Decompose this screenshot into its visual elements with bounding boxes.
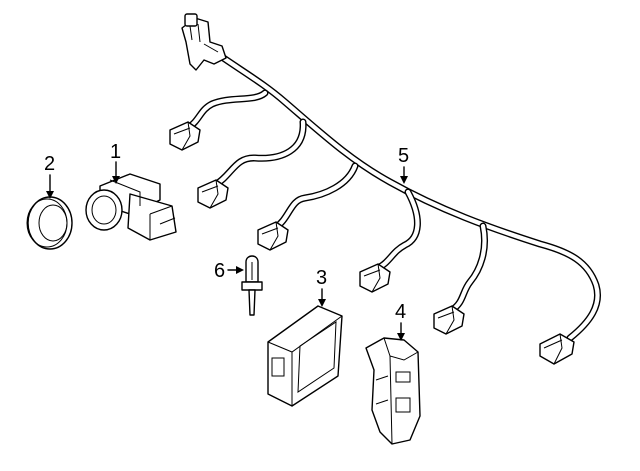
wiring-harness [169,13,601,365]
callout-6: 6 [214,260,244,282]
branch-connector-1 [169,121,201,151]
callout-1: 1 [110,141,121,184]
callout-label-2: 2 [44,153,55,175]
temperature-sensor [241,255,263,316]
callout-label-6: 6 [214,260,225,282]
mounting-bracket [365,337,421,445]
callout-label-4: 4 [395,301,406,323]
callout-label-5: 5 [398,145,409,167]
parking-sensor [85,173,177,241]
branch-connector-5 [433,305,465,335]
callout-label-1: 1 [110,141,121,163]
callout-5: 5 [398,145,409,184]
callout-3: 3 [316,267,327,307]
harness-top-connector [181,13,227,71]
branch-connector-6 [539,333,575,365]
retainer-ring [26,196,73,250]
control-module [267,305,343,407]
branch-connector-2 [197,179,229,209]
branch-connector-3 [257,221,289,251]
callout-label-3: 3 [316,267,327,289]
callout-4: 4 [395,301,406,341]
branch-connector-4 [359,263,391,293]
callout-2: 2 [44,153,55,199]
